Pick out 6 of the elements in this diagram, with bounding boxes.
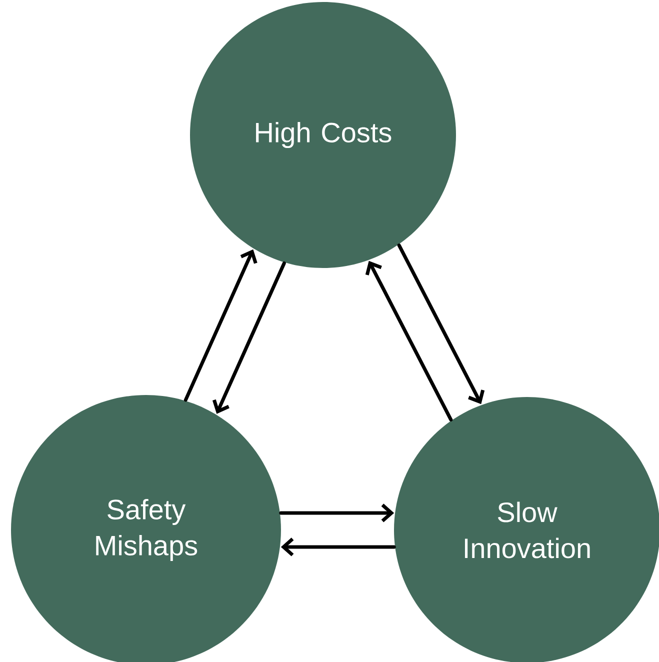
- arrow: [184, 249, 258, 402]
- arrow: [279, 504, 394, 522]
- arrow: [397, 244, 485, 404]
- arrow: [212, 262, 286, 414]
- arrow: [280, 538, 396, 556]
- arrow: [365, 260, 453, 422]
